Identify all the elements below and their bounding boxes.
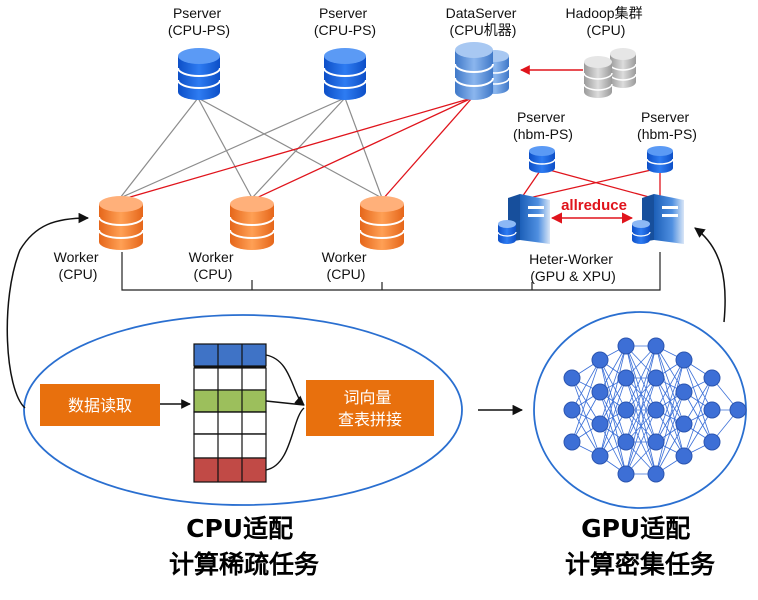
nn-node xyxy=(617,369,635,387)
nn-node xyxy=(675,415,693,433)
nn-edge xyxy=(683,377,713,425)
allreduce-label: allreduce xyxy=(561,197,627,214)
data-read-label: 数据读取 xyxy=(68,396,132,415)
lookup-concat-label: 词向量 查表拼接 xyxy=(338,388,402,429)
nn-node xyxy=(647,337,665,355)
nn-node xyxy=(617,465,635,483)
hadoop-label: Hadoop集群 (CPU) xyxy=(566,5,647,38)
nn-node xyxy=(617,433,635,451)
nn-node xyxy=(703,401,721,419)
nn-edge xyxy=(655,423,685,475)
nn-node xyxy=(563,401,581,419)
heter-worker-2-server-icon xyxy=(631,194,684,244)
worker-1-database-icon xyxy=(98,196,144,250)
lookup-concat-box xyxy=(306,380,434,436)
nn-edge xyxy=(625,345,657,475)
nn-edge xyxy=(599,345,627,457)
nn-node xyxy=(675,447,693,465)
nn-edge xyxy=(655,359,685,411)
worker-1-label: Worker (CPU) xyxy=(54,249,103,282)
nn-edge xyxy=(683,409,713,457)
nn-node xyxy=(647,465,665,483)
nn-edge xyxy=(625,409,657,475)
nn-node xyxy=(647,369,665,387)
neural-network-icon xyxy=(563,337,747,483)
gpu-to-heter-arrow xyxy=(694,227,726,323)
nn-edge xyxy=(683,377,713,457)
nn-edge xyxy=(571,391,601,443)
data-read-box xyxy=(40,384,160,426)
worker-3-database-icon xyxy=(359,196,405,250)
nn-edge xyxy=(599,377,627,457)
heter-worker-1-server-icon xyxy=(497,194,550,244)
nn-node xyxy=(703,433,721,451)
pserver-cpu-1-label: Pserver (CPU-PS) xyxy=(168,5,230,38)
nn-node xyxy=(563,433,581,451)
ps-worker-links xyxy=(119,97,383,199)
worker-3-label: Worker (CPU) xyxy=(322,249,371,282)
pserver-cpu-2-label: Pserver (CPU-PS) xyxy=(314,5,376,38)
nn-node xyxy=(675,383,693,401)
nn-edge xyxy=(599,409,627,457)
cpu-sparse-ellipse xyxy=(23,314,463,506)
dataserver-worker-links xyxy=(119,97,473,201)
nn-node xyxy=(591,383,609,401)
gpu-caption: GPU适配 计算密集任务 xyxy=(565,514,715,579)
cpu-caption: CPU适配 计算稀疏任务 xyxy=(169,514,319,579)
table-to-lookup-arrows xyxy=(265,354,305,471)
nn-edge xyxy=(655,359,685,475)
pserver-hbm-2-database-icon xyxy=(646,146,674,173)
dataserver-database-icon xyxy=(454,42,510,100)
nn-node xyxy=(591,415,609,433)
nn-node xyxy=(647,433,665,451)
nn-edge xyxy=(571,359,601,443)
worker-bus xyxy=(121,252,661,291)
heter-worker-label: Heter-Worker (GPU & XPU) xyxy=(529,251,617,284)
nn-edge xyxy=(625,345,657,443)
nn-node xyxy=(617,337,635,355)
nn-node xyxy=(729,401,747,419)
read-to-worker-arrow xyxy=(6,212,90,409)
nn-node xyxy=(617,401,635,419)
nn-edge xyxy=(655,359,685,443)
nn-edge xyxy=(599,345,627,393)
nn-node xyxy=(703,369,721,387)
nn-node xyxy=(675,351,693,369)
pserver-hbm-1-label: Pserver (hbm-PS) xyxy=(513,109,573,142)
nn-edge xyxy=(655,391,685,475)
pserver-cpu-2-database-icon xyxy=(323,48,367,100)
pserver-hbm-2-label: Pserver (hbm-PS) xyxy=(637,109,697,142)
nn-edge xyxy=(599,345,627,425)
nn-edge xyxy=(625,377,657,475)
dataserver-label: DataServer (CPU机器) xyxy=(446,5,521,38)
pserver-hbm-1-database-icon xyxy=(528,146,556,173)
pserver-cpu-1-database-icon xyxy=(177,48,221,100)
nn-node xyxy=(591,447,609,465)
worker-2-database-icon xyxy=(229,196,275,250)
embedding-table-grid-icon xyxy=(193,343,267,483)
nn-node xyxy=(647,401,665,419)
nn-node xyxy=(591,351,609,369)
nn-edge xyxy=(571,359,601,411)
worker-2-label: Worker (CPU) xyxy=(189,249,238,282)
nn-edge xyxy=(625,345,657,411)
hbm-heter-links xyxy=(519,167,661,201)
hadoop-cluster-database-icon xyxy=(583,48,637,98)
nn-node xyxy=(563,369,581,387)
